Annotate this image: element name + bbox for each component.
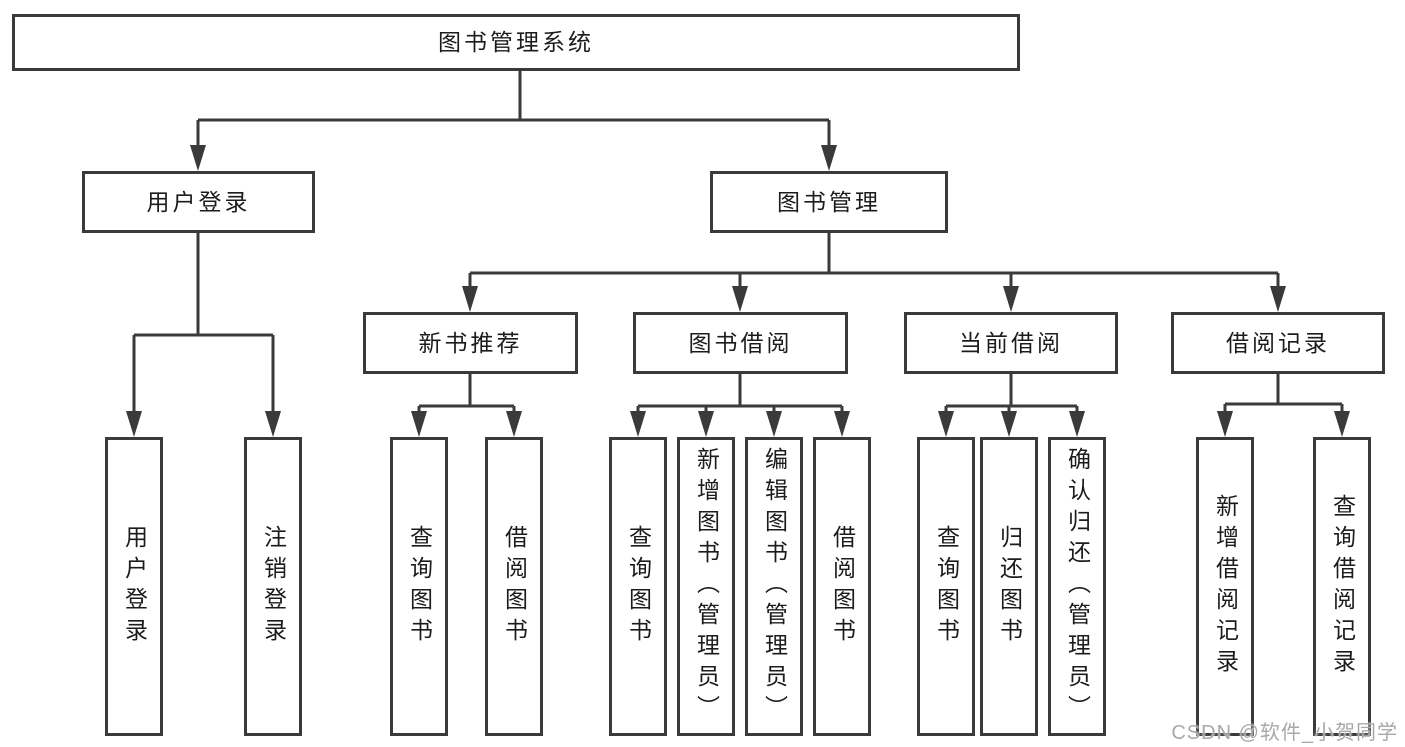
leaf-borrow-book-2: 借阅图书 xyxy=(813,437,871,736)
leaf-add-book-admin-label: 新增图书（管理员） xyxy=(693,447,720,726)
node-book-management: 图书管理 xyxy=(710,171,948,233)
csdn-watermark: CSDN @软件_小贺同学 xyxy=(1171,722,1398,744)
node-book-borrow: 图书借阅 xyxy=(633,312,848,374)
node-new-book-recommend-label: 新书推荐 xyxy=(418,329,523,356)
node-borrow-records: 借阅记录 xyxy=(1171,312,1385,374)
leaf-query-borrow-record: 查询借阅记录 xyxy=(1313,437,1371,736)
leaf-query-book-2: 查询图书 xyxy=(609,437,667,736)
node-new-book-recommend: 新书推荐 xyxy=(363,312,578,374)
leaf-query-book-1-label: 查询图书 xyxy=(406,524,433,649)
leaf-query-book-2-label: 查询图书 xyxy=(625,524,652,649)
leaf-borrow-book-1: 借阅图书 xyxy=(485,437,543,736)
node-borrow-records-label: 借阅记录 xyxy=(1226,329,1330,356)
node-current-borrow: 当前借阅 xyxy=(904,312,1118,374)
leaf-query-book-1: 查询图书 xyxy=(390,437,448,736)
leaf-borrow-book-2-label: 借阅图书 xyxy=(829,524,856,649)
node-root: 图书管理系统 xyxy=(12,14,1020,71)
node-book-management-label: 图书管理 xyxy=(777,188,881,215)
leaf-return-book-label: 归还图书 xyxy=(996,524,1023,649)
leaf-add-book-admin: 新增图书（管理员） xyxy=(677,437,735,736)
leaf-confirm-return-admin-label: 确认归还（管理员） xyxy=(1064,447,1091,726)
leaf-query-book-3: 查询图书 xyxy=(917,437,975,736)
leaf-edit-book-admin-label: 编辑图书（管理员） xyxy=(761,447,788,726)
node-user-login-label: 用户登录 xyxy=(146,188,251,215)
node-root-label: 图书管理系统 xyxy=(438,29,594,55)
node-current-borrow-label: 当前借阅 xyxy=(959,329,1063,356)
leaf-add-borrow-record: 新增借阅记录 xyxy=(1196,437,1254,736)
leaf-logout-label: 注销登录 xyxy=(260,524,287,649)
leaf-logout: 注销登录 xyxy=(244,437,302,736)
leaf-query-book-3-label: 查询图书 xyxy=(933,524,960,649)
leaf-confirm-return-admin: 确认归还（管理员） xyxy=(1048,437,1106,736)
leaf-borrow-book-1-label: 借阅图书 xyxy=(501,524,528,649)
leaf-user-login: 用户登录 xyxy=(105,437,163,736)
node-book-borrow-label: 图书借阅 xyxy=(688,329,793,356)
leaf-return-book: 归还图书 xyxy=(980,437,1038,736)
leaf-edit-book-admin: 编辑图书（管理员） xyxy=(745,437,803,736)
leaf-add-borrow-record-label: 新增借阅记录 xyxy=(1212,493,1239,680)
leaf-user-login-label: 用户登录 xyxy=(121,524,148,649)
leaf-query-borrow-record-label: 查询借阅记录 xyxy=(1329,493,1356,680)
node-user-login: 用户登录 xyxy=(82,171,315,233)
